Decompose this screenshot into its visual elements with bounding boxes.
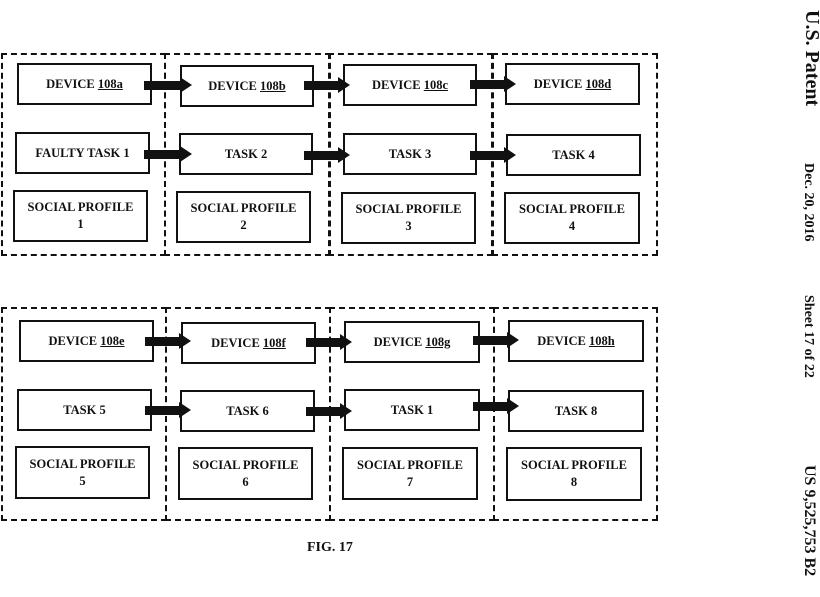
device-box: DEVICE 108e: [19, 320, 154, 362]
patent-number: US 9,525,753 B2: [801, 465, 818, 577]
arrow-right: [473, 332, 519, 348]
task-box: FAULTY TASK 1: [15, 132, 150, 174]
device-box: DEVICE 108a: [17, 63, 152, 105]
device-ref: 108f: [262, 335, 286, 350]
task-box: TASK 2: [179, 133, 313, 175]
arrow-right: [306, 403, 352, 419]
arrow-right: [145, 333, 191, 349]
device-ref: 108d: [585, 76, 612, 91]
arrow-right: [470, 76, 516, 92]
arrow-right: [145, 402, 191, 418]
patent-date: Dec. 20, 2016: [801, 163, 816, 242]
patent-label: U.S. Patent: [801, 10, 820, 107]
device-ref: 108c: [423, 77, 449, 92]
arrow-right: [304, 77, 350, 93]
group-row2-col4: [493, 307, 658, 521]
arrow-right: [144, 146, 192, 162]
arrow-right: [473, 398, 519, 414]
task-box: TASK 3: [343, 133, 477, 175]
device-box: DEVICE 108d: [505, 63, 640, 105]
task-box: TASK 4: [506, 134, 641, 176]
arrow-right: [470, 147, 516, 163]
device-box: DEVICE 108b: [180, 65, 314, 107]
task-box: TASK 5: [17, 389, 152, 431]
device-box: DEVICE 108h: [508, 320, 644, 362]
task-box: TASK 6: [180, 390, 315, 432]
device-box: DEVICE 108c: [343, 64, 477, 106]
device-ref: 108g: [425, 334, 451, 349]
arrow-right: [306, 334, 352, 350]
device-ref: 108e: [100, 333, 125, 348]
device-box: DEVICE 108f: [181, 322, 316, 364]
figure-caption: FIG. 17: [307, 540, 353, 555]
task-box: TASK 1: [344, 389, 480, 431]
device-ref: 108b: [260, 78, 286, 93]
device-box: DEVICE 108g: [344, 321, 480, 363]
arrow-right: [144, 77, 192, 93]
device-ref: 108a: [97, 76, 123, 91]
task-box: TASK 8: [508, 390, 644, 432]
device-ref: 108h: [589, 333, 615, 348]
arrow-right: [304, 147, 350, 163]
sheet-number: Sheet 17 of 22: [801, 295, 816, 378]
